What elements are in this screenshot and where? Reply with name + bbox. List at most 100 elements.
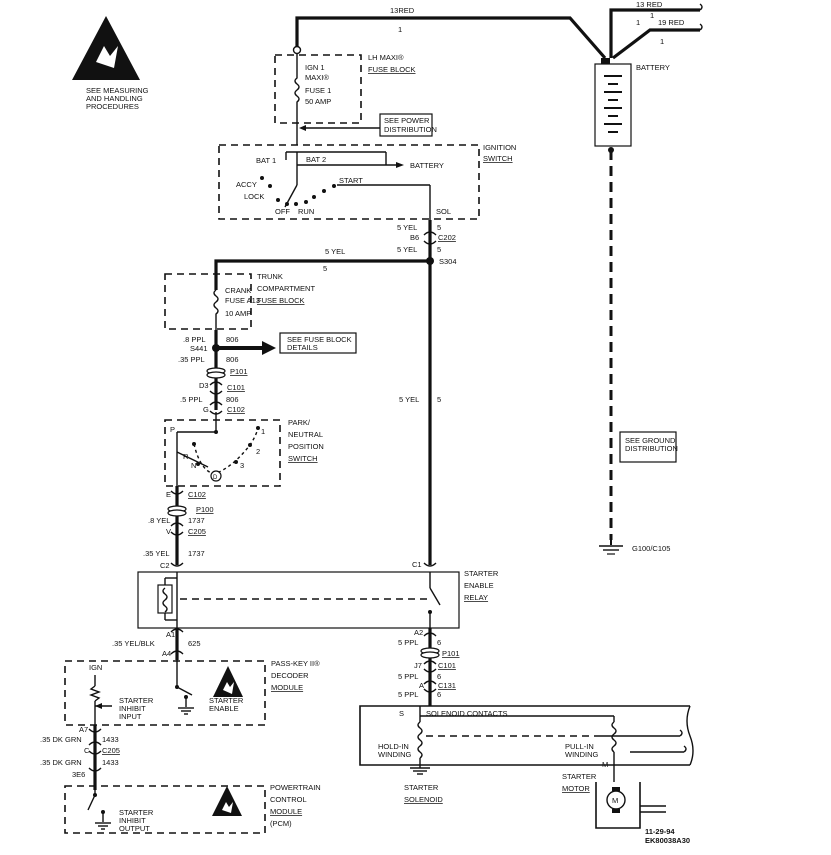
yel-5-wire [214, 220, 437, 567]
ppl6-p101: P101 [442, 649, 460, 658]
relay-a1: A1 [166, 630, 175, 639]
lh-maxi-fuse-block [274, 54, 362, 124]
ground-symbol [599, 540, 623, 555]
ppl-w2-color: .35 PPL [178, 355, 205, 364]
ppl6-c101: C101 [438, 661, 456, 670]
see-fuse-block-box[interactable] [279, 332, 357, 354]
ppl6-j7: J7 [414, 661, 422, 670]
pcm-title-3: MODULE [270, 807, 302, 816]
dkgrn-a7: A7 [79, 725, 88, 734]
ground-id: G100/C105 [632, 544, 670, 553]
pnp-title-1: PARK/ [288, 418, 311, 427]
yel-b-color: 5 YEL [397, 245, 417, 254]
passkey-internals [89, 660, 194, 728]
main-wire-color: 13RED [390, 6, 415, 15]
relay-internals [157, 572, 441, 628]
pnp-1: 1 [261, 427, 265, 436]
yel1737-w1-color: .8 YEL [148, 516, 170, 525]
relay-c1: C1 [412, 560, 422, 569]
pcm-inhibit-1: STARTER [119, 808, 154, 817]
crank-fuse-line-2: FUSE A13 [225, 296, 260, 305]
see-fuse-block-1: SEE FUSE BLOCK [287, 335, 352, 344]
passkey-title-2: DECODER [271, 671, 309, 680]
ign-accy: ACCY [236, 180, 257, 189]
ignition-switch-box [218, 144, 480, 220]
dkgrn-w1-circuit: 1433 [102, 735, 119, 744]
ign-off: OFF [275, 207, 290, 216]
pcm-module [64, 785, 266, 834]
see-power-dist-box[interactable] [379, 113, 433, 137]
ppl6-1-circuit: 6 [437, 638, 441, 647]
ppl-w3-color: .5 PPL [180, 395, 203, 404]
ppl-p101: P101 [230, 367, 248, 376]
starter-enable-relay [137, 571, 460, 629]
maxi-fuse-line-1: IGN 1 [305, 63, 325, 72]
relay-title-2: ENABLE [464, 581, 494, 590]
starter-motor [595, 770, 666, 829]
yel-b6: B6 [410, 233, 419, 242]
yel-splice: S304 [439, 257, 457, 266]
battery-symbol [594, 58, 632, 153]
yelblk-circuit: 625 [188, 639, 201, 648]
ppl6-2-circuit: 6 [437, 672, 441, 681]
dkgrn-3e6: 3E6 [72, 770, 85, 779]
starter-solenoid-box [359, 705, 694, 766]
esd-note-line-1: SEE MEASURING [86, 86, 149, 95]
main-red-wire [292, 3, 703, 60]
passkey-title-1: PASS-KEY II® [271, 659, 320, 668]
passkey-enable-2: ENABLE [209, 704, 239, 713]
yel-vert-color: 5 YEL [399, 395, 419, 404]
relay-title-3: RELAY [464, 593, 488, 602]
pcm-inhibit-2: INHIBIT [119, 816, 146, 825]
ppl6-c131: C131 [438, 681, 456, 690]
ign-lock: LOCK [244, 192, 264, 201]
ppl-g: G [203, 405, 209, 414]
yel-a-color: 5 YEL [397, 223, 417, 232]
pnp-n: N [191, 461, 196, 470]
relay-a4: A4 [162, 649, 171, 658]
ign-bat1: BAT 1 [256, 156, 276, 165]
motor-symbol: M [612, 796, 618, 805]
trunk-title-3: FUSE BLOCK [257, 296, 305, 305]
see-ground-box[interactable] [619, 431, 677, 463]
pnp-d: D [213, 475, 218, 481]
trunk-title-2: COMPARTMENT [257, 284, 315, 293]
see-fuse-block-2: DETAILS [287, 343, 318, 352]
pnp-2: 2 [256, 447, 260, 456]
ppl6-a2: A2 [414, 628, 423, 637]
ignition-title-2: SWITCH [483, 154, 513, 163]
ppl-w2-circuit: 806 [226, 355, 239, 364]
lh-maxi-title-1: LH MAXI® [368, 53, 404, 62]
crank-fuse-element [213, 289, 219, 348]
dkgrn-w2-color: .35 DK GRN [40, 758, 82, 767]
yel-blk-625-wire [170, 628, 184, 660]
yel1737-e: E [166, 490, 171, 499]
esd-warning-icon [72, 16, 140, 80]
pull-in-1: PULL-IN [565, 742, 594, 751]
ppl6-2-color: 5 PPL [398, 672, 418, 681]
passkey-decoder-module [64, 660, 266, 726]
pcm-inhibit-3: OUTPUT [119, 824, 150, 833]
lh-maxi-title-2: FUSE BLOCK [368, 65, 416, 74]
battery-wire-1-color: 13 RED [636, 0, 663, 9]
yel1737-c205: C205 [188, 527, 206, 536]
ppl6-a: A [419, 681, 424, 690]
battery-label: BATTERY [636, 63, 670, 72]
yel1737-v: V [166, 527, 171, 536]
crank-fuse-line-3: 10 AMP [225, 309, 251, 318]
hold-in-2: WINDING [378, 750, 411, 759]
solenoid-title-2: SOLENOID [404, 795, 443, 804]
pnp-r: R [183, 452, 189, 461]
ign-sol: SOL [436, 207, 451, 216]
solenoid-m: M [602, 760, 608, 769]
solenoid-internals [410, 706, 687, 775]
yel-vert-circuit: 5 [437, 395, 441, 404]
ppl-w3-circuit: 806 [226, 395, 239, 404]
pnp-3: 3 [240, 461, 244, 470]
ppl6-1-color: 5 PPL [398, 638, 418, 647]
dkgrn-c: C [84, 746, 90, 755]
ign-run: RUN [298, 207, 314, 216]
pcm-title-4: (PCM) [270, 819, 292, 828]
passkey-ign: IGN [89, 663, 102, 672]
ppl-splice: S441 [190, 344, 208, 353]
